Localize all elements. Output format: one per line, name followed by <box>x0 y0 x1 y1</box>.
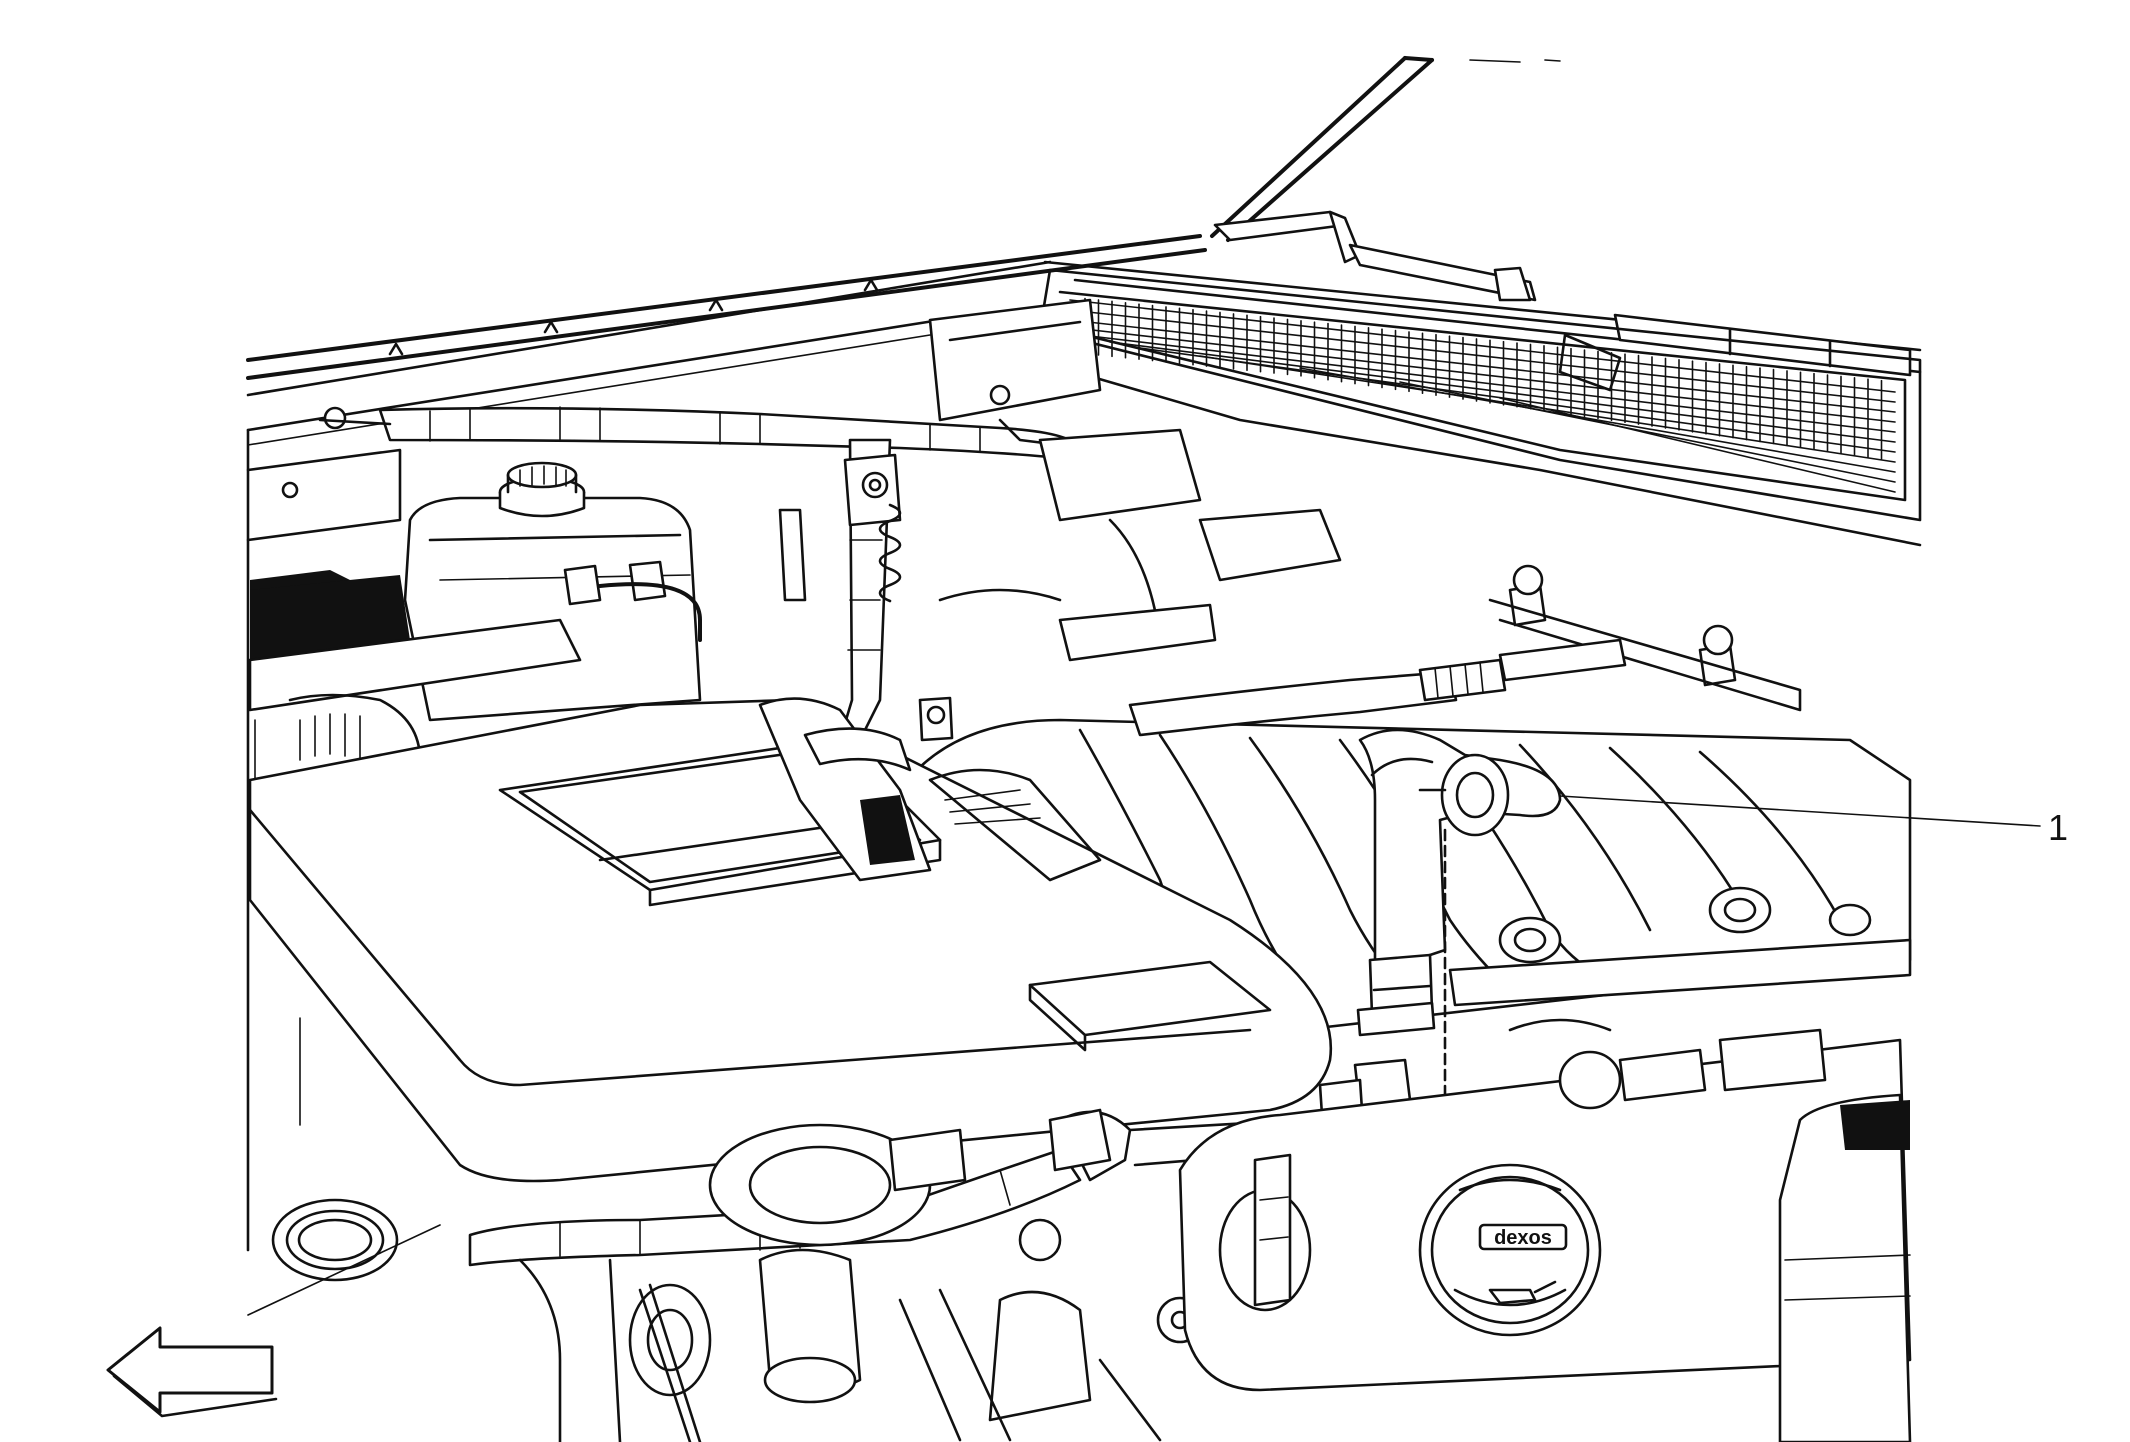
engine-cover <box>248 698 1333 1183</box>
hood-grommet <box>271 1198 399 1282</box>
upper-hoses <box>1058 603 1627 737</box>
callout-1: 1 <box>1559 795 2068 848</box>
dexos-logo-text: dexos <box>1494 1227 1552 1249</box>
coolant-reservoir <box>403 461 702 722</box>
front-direction-arrow-icon <box>106 1326 278 1418</box>
callout-1-label: 1 <box>2048 807 2068 848</box>
right-side-components <box>1448 938 1912 1442</box>
oil-fill-cap: dexos <box>1178 1038 1912 1392</box>
oil-can-icon <box>1488 1288 1537 1305</box>
upper-hose <box>318 406 1082 460</box>
front-accessories <box>518 1108 1204 1442</box>
cowl-panel <box>246 234 1922 446</box>
left-air-duct <box>248 575 582 762</box>
callout-1-leader <box>1559 795 2041 827</box>
firewall-brackets <box>778 298 1802 712</box>
leader-lines <box>247 1017 441 1316</box>
pcv-hose <box>1318 728 1562 1122</box>
throttle-body <box>758 696 1102 882</box>
hood <box>1210 56 1561 242</box>
vertical-heater-hose <box>838 438 902 742</box>
